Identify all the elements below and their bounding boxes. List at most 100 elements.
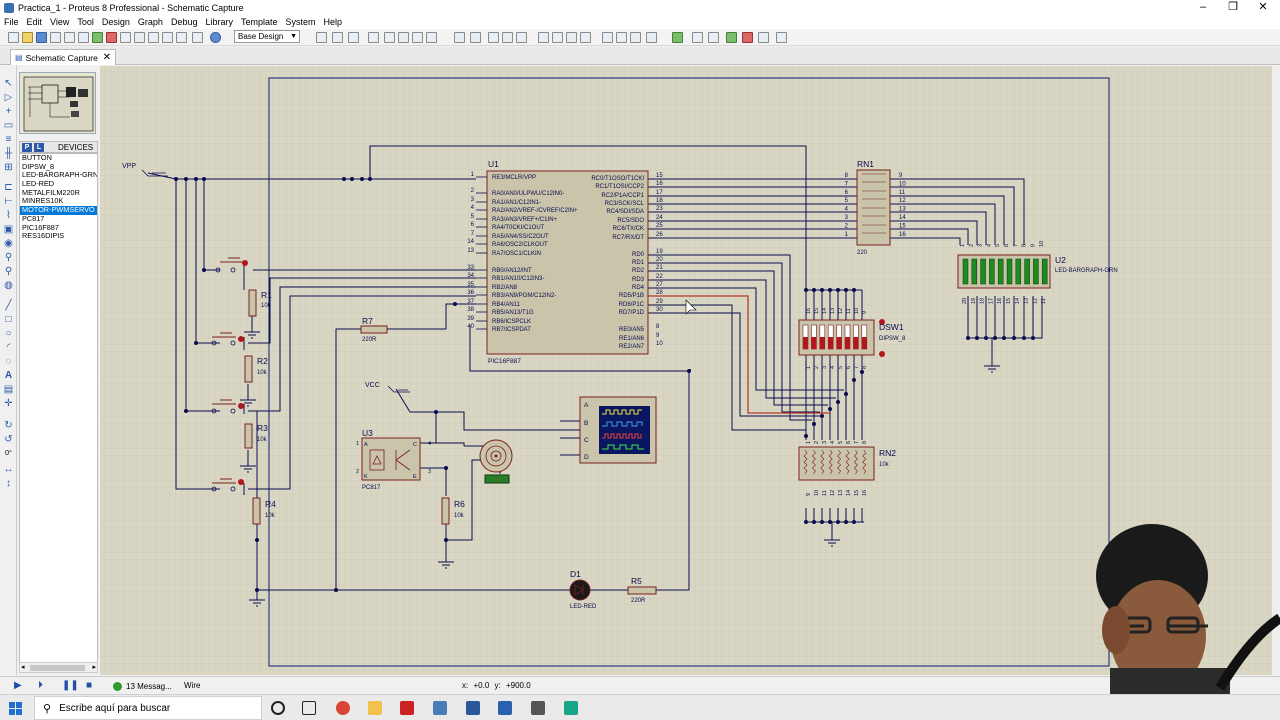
search-tag-icon[interactable] <box>692 32 703 43</box>
zoom-all-icon[interactable] <box>412 32 423 43</box>
rotate-anticlockwise-icon[interactable]: ↺ <box>4 434 13 445</box>
terminals-icon[interactable]: ⊏ <box>4 182 13 193</box>
design-variant-select[interactable]: Base Design▼ <box>234 30 300 43</box>
2d-symbol-icon[interactable]: ▤ <box>3 384 14 395</box>
wire-label-icon[interactable]: ▭ <box>3 120 14 131</box>
junction-dot-icon[interactable]: + <box>5 106 12 117</box>
menu-library[interactable]: Library <box>205 17 233 27</box>
device-list-hscrollbar[interactable]: ◂ ▸ <box>19 662 98 673</box>
block-rotate-icon[interactable] <box>566 32 577 43</box>
block-delete-icon[interactable] <box>580 32 591 43</box>
virtual-instruments-icon[interactable]: ◍ <box>4 280 13 291</box>
pause-icon[interactable]: ❚❚ <box>62 680 79 691</box>
2d-arc-icon[interactable]: ◜ <box>6 342 11 353</box>
scroll-thumb[interactable] <box>30 665 85 671</box>
task-view-icon[interactable] <box>302 701 316 715</box>
zoom-area-icon[interactable] <box>426 32 437 43</box>
word-icon[interactable] <box>498 701 512 715</box>
2d-marker-icon[interactable]: ✛ <box>4 398 13 409</box>
redo-icon[interactable] <box>470 32 481 43</box>
tab-schematic-capture[interactable]: ▤ Schematic Capture ✕ <box>10 49 116 65</box>
menu-edit[interactable]: Edit <box>26 17 43 27</box>
3d-view-icon[interactable] <box>120 32 131 43</box>
generator-icon[interactable]: ◉ <box>4 238 13 249</box>
mirror-vertical-icon[interactable]: ↕ <box>6 478 11 489</box>
scroll-left-icon[interactable]: ◂ <box>21 664 25 671</box>
menu-graph[interactable]: Graph <box>137 17 163 27</box>
2d-circle-icon[interactable]: ○ <box>5 328 12 339</box>
d1-led-red[interactable]: D1 LED-RED <box>569 569 597 610</box>
cut-icon[interactable] <box>488 32 499 43</box>
menu-template[interactable]: Template <box>240 17 278 27</box>
menu-debug[interactable]: Debug <box>170 17 198 27</box>
play-icon[interactable]: ▶ <box>14 680 22 691</box>
copy-icon[interactable] <box>502 32 513 43</box>
library-manager-button[interactable]: L <box>34 143 44 152</box>
refresh-icon[interactable] <box>316 32 327 43</box>
text-script-icon[interactable]: ≡ <box>5 134 12 145</box>
gerber-icon[interactable] <box>134 32 145 43</box>
device-item[interactable]: RES16DIPIS <box>22 232 65 241</box>
block-move-icon[interactable] <box>552 32 563 43</box>
stop-icon[interactable]: ■ <box>86 680 93 691</box>
open-folder-icon[interactable] <box>22 32 33 43</box>
exit-to-parent-icon[interactable] <box>758 32 769 43</box>
source-code-icon[interactable] <box>176 32 187 43</box>
windows-start-icon[interactable] <box>9 702 22 715</box>
u3-pc817-optocoupler[interactable]: U3 PC817 1 2 3 4 A K E C <box>356 428 431 491</box>
selection-mode-icon[interactable]: ↖ <box>4 78 13 89</box>
2d-path-icon[interactable]: ◌ <box>5 356 12 367</box>
minimize-button[interactable]: – <box>1199 1 1207 13</box>
menu-help[interactable]: Help <box>323 17 343 27</box>
restore-button[interactable]: ❐ <box>1228 1 1238 13</box>
device-pins-icon[interactable]: ⊢ <box>4 196 13 207</box>
proteus-taskbar-icon[interactable] <box>433 701 447 715</box>
device-item[interactable]: LED-RED <box>22 180 55 189</box>
zoom-in-icon[interactable] <box>384 32 395 43</box>
menu-tool[interactable]: Tool <box>77 17 94 27</box>
app-icon-teal[interactable] <box>564 701 578 715</box>
bom-icon[interactable] <box>162 32 173 43</box>
make-device-icon[interactable] <box>616 32 627 43</box>
canvas-vscrollbar[interactable] <box>1272 66 1280 675</box>
import-icon[interactable] <box>50 32 61 43</box>
graph-icon[interactable]: ⌇ <box>6 210 11 221</box>
pan-icon[interactable] <box>368 32 379 43</box>
device-item[interactable]: METALFILM220R <box>22 188 80 197</box>
servo-motor[interactable] <box>479 439 513 484</box>
taskbar-search-box[interactable]: ⚲Escribe aquí para buscar <box>34 696 262 720</box>
menu-view[interactable]: View <box>50 17 70 27</box>
undo-icon[interactable] <box>454 32 465 43</box>
paste-icon[interactable] <box>516 32 527 43</box>
oscilloscope[interactable]: A B C D <box>579 396 657 464</box>
pcb-icon[interactable] <box>106 32 117 43</box>
scroll-right-icon[interactable]: ▸ <box>92 664 96 671</box>
mirror-horizontal-icon[interactable]: ↔ <box>3 464 14 475</box>
2d-text-icon[interactable]: A <box>4 370 13 381</box>
close-tab-icon[interactable]: ✕ <box>102 52 111 63</box>
2d-line-icon[interactable]: ╱ <box>5 300 12 311</box>
origin-icon[interactable] <box>348 32 359 43</box>
menu-file[interactable]: File <box>4 17 19 27</box>
device-item[interactable]: DIPSW_8 <box>22 162 55 171</box>
remove-sheet-icon[interactable] <box>742 32 753 43</box>
component-mode-icon[interactable]: ▷ <box>4 92 13 103</box>
save-icon[interactable] <box>36 32 47 43</box>
cortana-icon[interactable] <box>271 701 285 715</box>
packaging-tool-icon[interactable] <box>630 32 641 43</box>
file-explorer-icon[interactable] <box>368 701 382 715</box>
current-probe-icon[interactable]: ⚲ <box>4 266 13 277</box>
property-assign-icon[interactable] <box>708 32 719 43</box>
step-icon[interactable]: ⏵ <box>38 680 43 691</box>
zoom-out-icon[interactable] <box>398 32 409 43</box>
schematic-icon[interactable] <box>92 32 103 43</box>
app-icon-red[interactable] <box>400 701 414 715</box>
calculator-icon[interactable] <box>531 701 545 715</box>
voltage-probe-icon[interactable]: ⚲ <box>4 252 13 263</box>
menu-design[interactable]: Design <box>101 17 130 27</box>
